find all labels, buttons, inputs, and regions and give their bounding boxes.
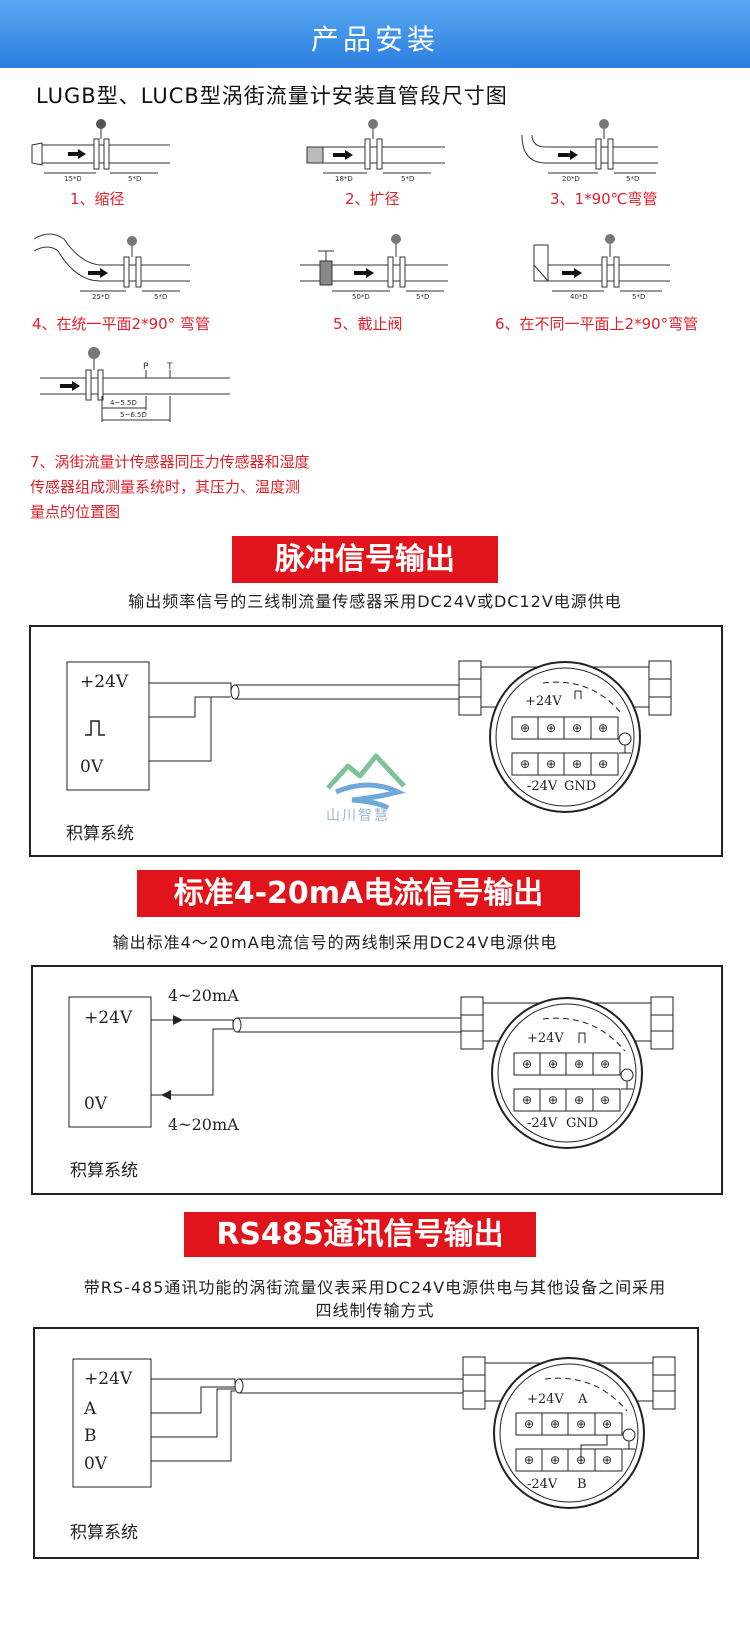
current-accumulator-label: 积算系统 bbox=[70, 1161, 138, 1181]
pipe-diagram-pressure-temp: P T 4~5.5D 5~6.5D bbox=[40, 347, 230, 422]
install-subtitle: LUGB型、LUCB型涡街流量计安装直管段尺寸图 bbox=[36, 84, 508, 108]
rs485-terminal-a: A bbox=[578, 1392, 588, 1407]
dim-label: 40*D bbox=[570, 293, 588, 301]
caption-7: 7、涡街流量计传感器同压力传感器和湿度传感器组成测量系统时，其压力、温度测量点的… bbox=[30, 453, 310, 521]
current-terminal-neg24v: -24V bbox=[527, 1116, 558, 1131]
svg-text:⊕: ⊕ bbox=[524, 1417, 534, 1431]
current-description: 输出标准4～20mA电流信号的两线制采用DC24V电源供电 bbox=[112, 933, 558, 952]
pulse-wiring-frame bbox=[29, 625, 723, 857]
pulse-label-24v: +24V bbox=[80, 672, 129, 692]
svg-text:⊕: ⊕ bbox=[598, 757, 608, 771]
caption-4: 4、在统一平面2*90° 弯管 bbox=[32, 315, 210, 333]
svg-text:⊕: ⊕ bbox=[520, 757, 530, 771]
svg-text:⊕: ⊕ bbox=[550, 1417, 560, 1431]
svg-text:⊕: ⊕ bbox=[520, 721, 530, 735]
svg-text:⊕: ⊕ bbox=[600, 1057, 610, 1071]
current-label-ma-bottom: 4~20mA bbox=[168, 1115, 239, 1134]
dim-label: 20*D bbox=[562, 175, 580, 183]
dim-label: 5*D bbox=[401, 175, 414, 183]
rs485-wiring-diagram: ⊕⊕⊕⊕ ⊕⊕⊕⊕ bbox=[72, 1356, 676, 1509]
svg-text:⊕: ⊕ bbox=[522, 1057, 532, 1071]
pulse-description: 输出频率信号的三线制流量传感器采用DC24V或DC12V电源供电 bbox=[128, 592, 622, 611]
pulse-label-0v: 0V bbox=[80, 757, 104, 777]
rs485-label-0v: 0V bbox=[84, 1454, 108, 1474]
current-label-24v: +24V bbox=[84, 1008, 133, 1028]
svg-text:⊕: ⊕ bbox=[598, 721, 608, 735]
svg-text:⊕: ⊕ bbox=[546, 757, 556, 771]
dim-label: 18*D bbox=[335, 175, 353, 183]
svg-text:⊕: ⊕ bbox=[548, 1093, 558, 1107]
svg-text:⊕: ⊕ bbox=[546, 721, 556, 735]
current-terminal-24v: +24V bbox=[527, 1031, 564, 1046]
dim-label: 25*D bbox=[92, 293, 110, 301]
pulse-wiring-diagram: ⊕ ⊕ ⊕ ⊕ ⊕ ⊕ ⊕ ⊕ bbox=[66, 660, 672, 813]
rs485-terminal-neg24v: -24V bbox=[527, 1477, 558, 1492]
caption-1: 1、缩径 bbox=[70, 190, 125, 208]
rs485-accumulator-label: 积算系统 bbox=[70, 1523, 138, 1543]
header-banner: 产品安装 bbox=[0, 0, 750, 68]
dim-label: 4~5.5D bbox=[110, 399, 137, 407]
caption-3: 3、1*90℃弯管 bbox=[550, 190, 658, 208]
svg-text:⊕: ⊕ bbox=[548, 1057, 558, 1071]
rs485-label-24v: +24V bbox=[84, 1369, 133, 1389]
dim-label: 50*D bbox=[352, 293, 370, 301]
caption-2: 2、扩径 bbox=[345, 190, 400, 208]
current-terminal-gnd: GND bbox=[566, 1116, 599, 1131]
dim-label: 5*D bbox=[626, 175, 639, 183]
pipe-diagram-double-elbow: 25*D 5*D bbox=[33, 233, 190, 301]
current-wiring-frame bbox=[31, 965, 723, 1195]
rs485-label-a: A bbox=[84, 1399, 97, 1419]
dim-label: 5*D bbox=[632, 293, 645, 301]
rs485-label-b: B bbox=[84, 1426, 97, 1446]
rs485-wiring-frame bbox=[33, 1327, 699, 1559]
pulse-terminal-24v: +24V bbox=[525, 694, 562, 709]
current-wiring-diagram: ⊕ ⊕ ⊕ ⊕ ⊕ ⊕ ⊕ ⊕ bbox=[68, 996, 674, 1149]
pipe-diagram-elbow: 20*D 5*D bbox=[521, 119, 658, 183]
current-section-title: 标准4-20mA电流信号输出 bbox=[137, 870, 580, 917]
rs485-description-line1: 带RS-485通讯功能的涡街流量仪表采用DC24V电源供电与其他设备之间采用 bbox=[83, 1278, 667, 1297]
header-title: 产品安装 bbox=[310, 23, 439, 56]
svg-text:⊕: ⊕ bbox=[574, 1093, 584, 1107]
pulse-terminal-gnd: GND bbox=[564, 779, 597, 794]
pipe-diagram-expander: 18*D 5*D bbox=[306, 119, 445, 183]
watermark-logo-icon bbox=[326, 753, 406, 811]
dim-label: 5*D bbox=[154, 293, 167, 301]
svg-text:⊕: ⊕ bbox=[600, 1093, 610, 1107]
svg-text:⊕: ⊕ bbox=[572, 721, 582, 735]
svg-text:⊕: ⊕ bbox=[550, 1453, 560, 1467]
svg-text:⊕: ⊕ bbox=[522, 1093, 532, 1107]
pulse-section-title: 脉冲信号输出 bbox=[232, 536, 498, 583]
temperature-point-label: T bbox=[166, 362, 173, 372]
current-label-ma-top: 4~20mA bbox=[168, 986, 239, 1005]
svg-text:⊕: ⊕ bbox=[574, 1057, 584, 1071]
caption-5: 5、截止阀 bbox=[333, 315, 403, 333]
rs485-terminal-b: B bbox=[577, 1477, 587, 1492]
dim-label: 15*D bbox=[64, 175, 82, 183]
current-label-0v: 0V bbox=[84, 1094, 108, 1114]
pulse-terminal-neg24v: -24V bbox=[527, 779, 558, 794]
dim-label: 5*D bbox=[416, 293, 429, 301]
svg-text:⊕: ⊕ bbox=[602, 1453, 612, 1467]
svg-text:⊕: ⊕ bbox=[602, 1417, 612, 1431]
pipe-diagram-reducer: 15*D 5*D bbox=[31, 119, 170, 183]
pulse-accumulator-label: 积算系统 bbox=[66, 824, 134, 844]
pressure-point-label: P bbox=[143, 362, 149, 372]
rs485-terminal-24v: +24V bbox=[527, 1392, 564, 1407]
svg-text:⊕: ⊕ bbox=[524, 1453, 534, 1467]
dim-label: 5*D bbox=[128, 175, 141, 183]
rs485-section-title: RS485通讯信号输出 bbox=[184, 1212, 536, 1257]
caption-6: 6、在不同一平面上2*90°弯管 bbox=[495, 315, 699, 333]
dim-label: 5~6.5D bbox=[120, 411, 147, 419]
pipe-diagram-valve: 50*D 5*D bbox=[300, 234, 448, 301]
pipe-diagram-double-elbow-3d: 40*D 5*D bbox=[533, 234, 670, 301]
rs485-description-line2: 四线制传输方式 bbox=[315, 1301, 435, 1320]
svg-text:⊕: ⊕ bbox=[572, 757, 582, 771]
svg-text:⊕: ⊕ bbox=[576, 1417, 586, 1431]
watermark-text: 山川智慧 bbox=[326, 808, 390, 824]
